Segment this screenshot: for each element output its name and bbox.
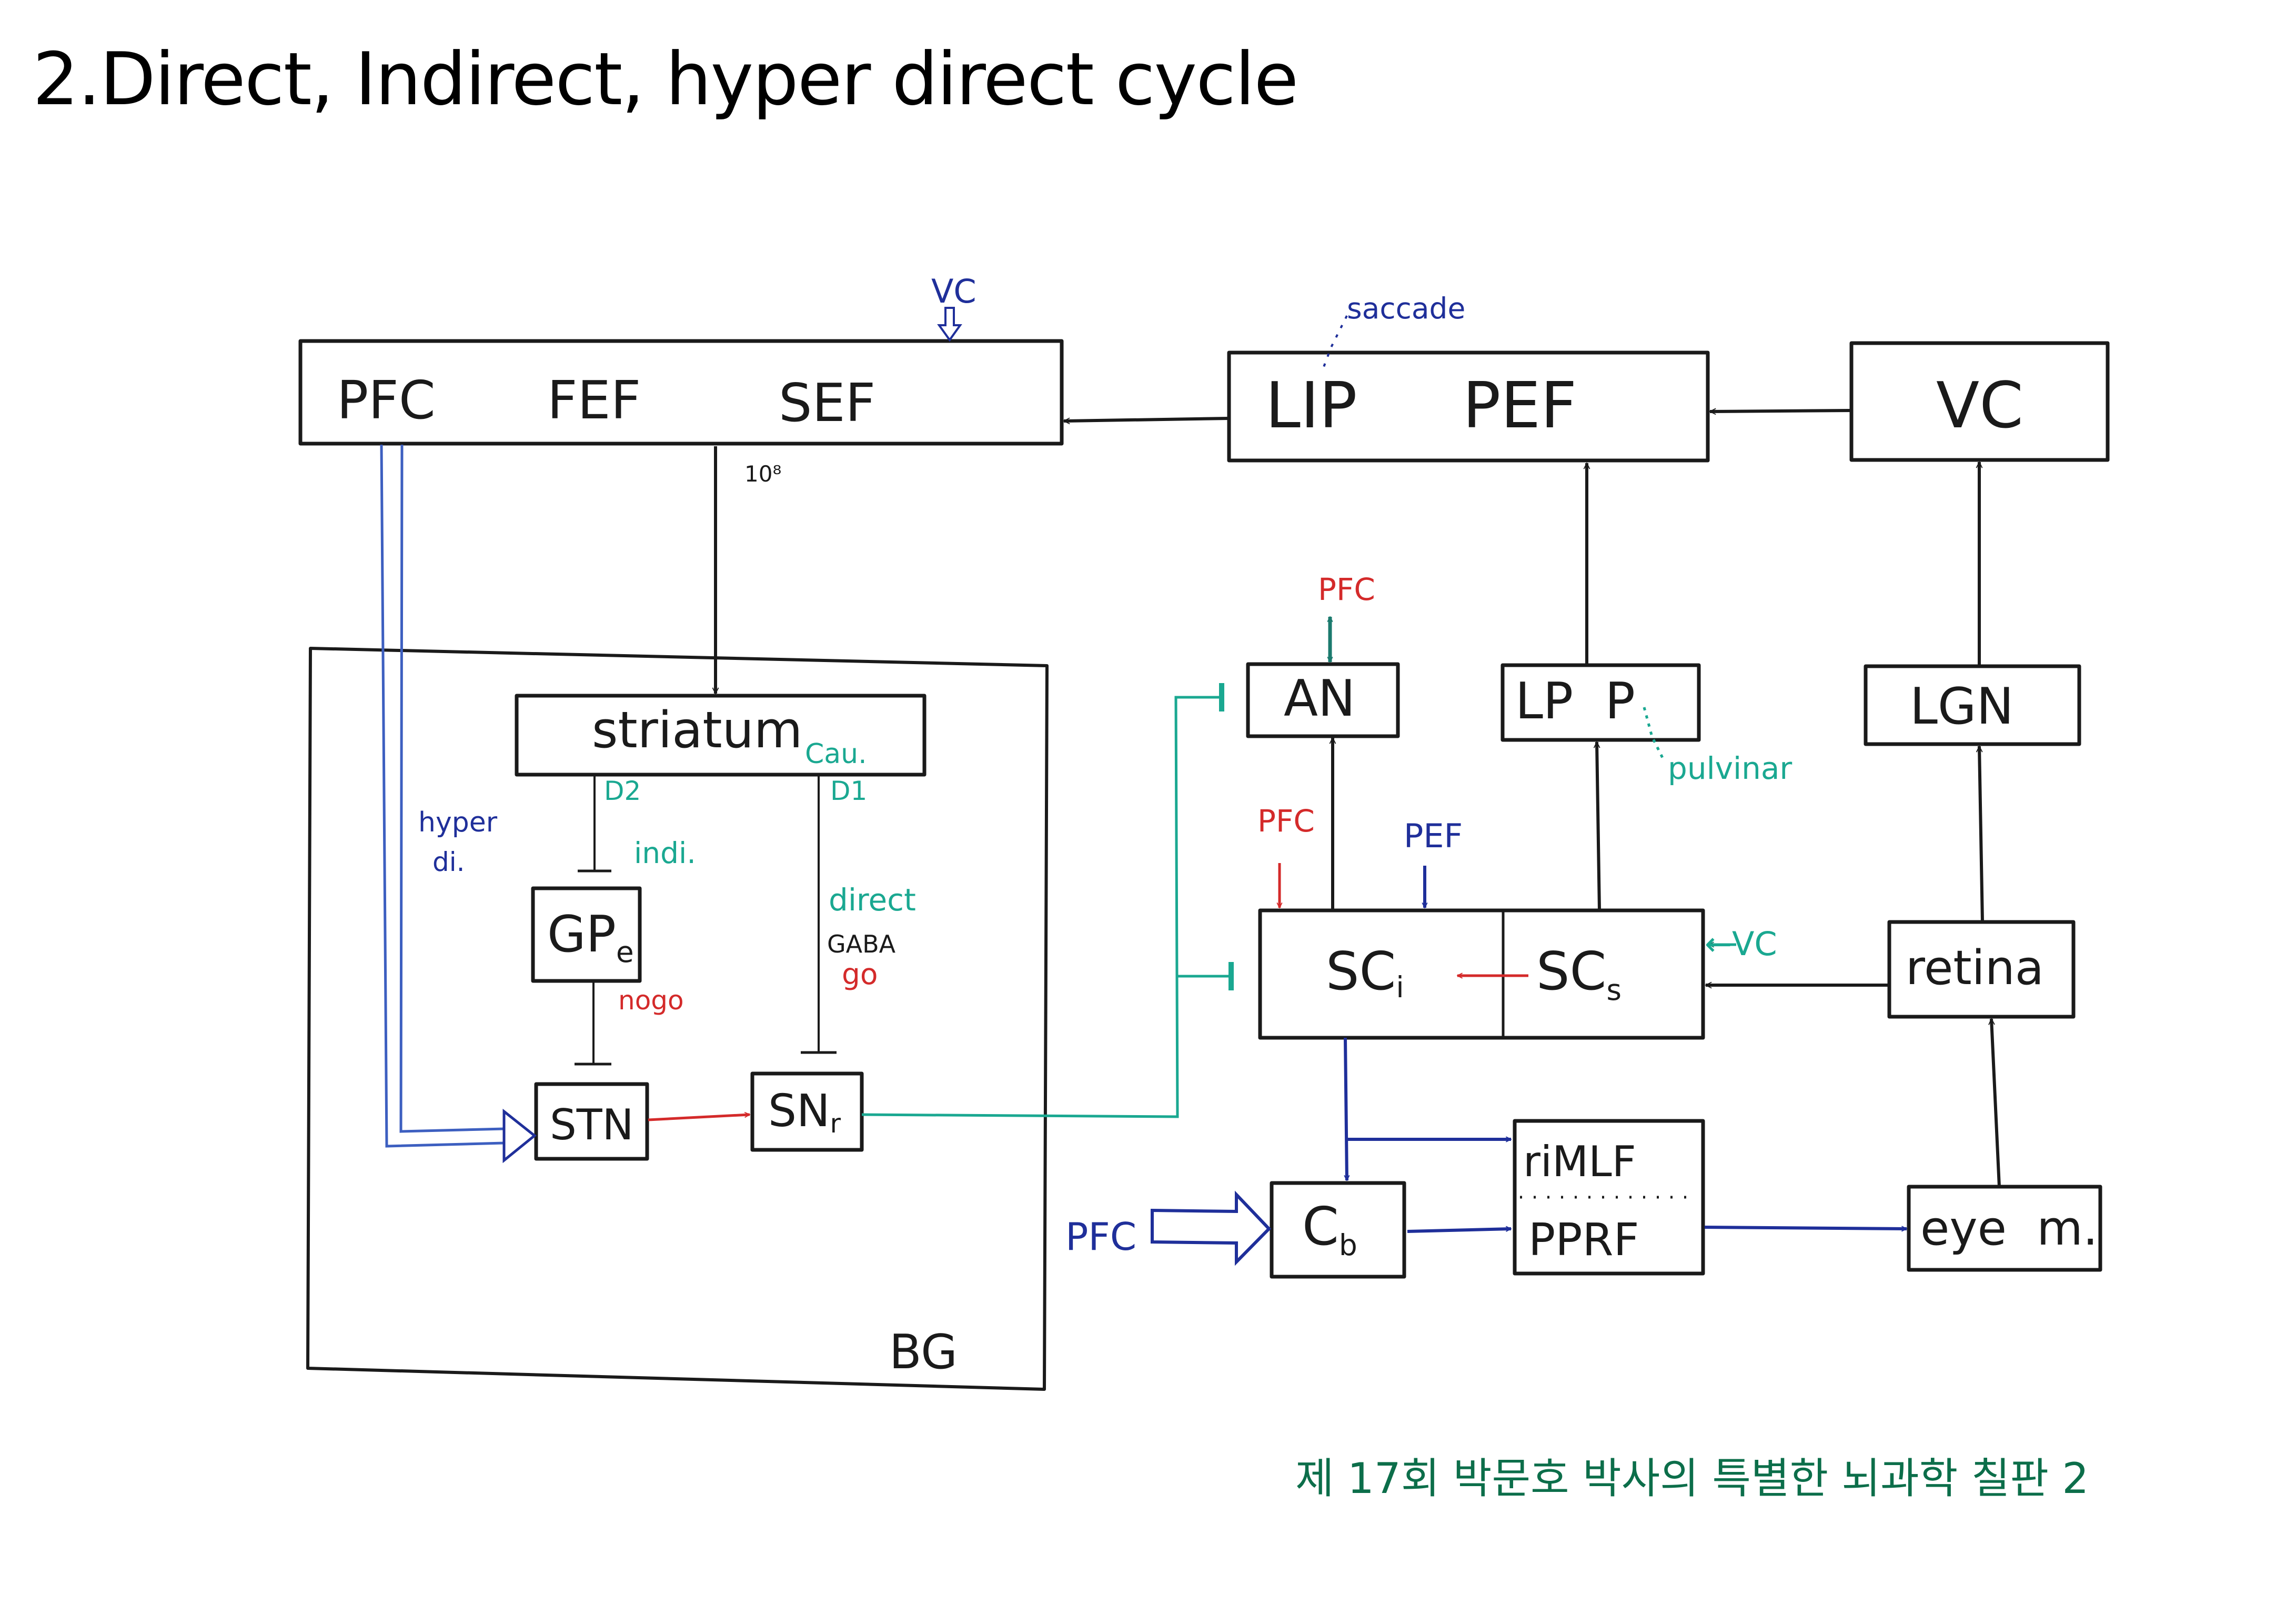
cb-box <box>1270 1181 1406 1279</box>
gpe-box <box>531 886 642 983</box>
label-eye-m: eye m. <box>1920 1201 2098 1256</box>
lgn-box <box>1864 664 2081 746</box>
frontal-box <box>298 339 1064 446</box>
annot-pulvinar: pulvinar <box>1668 750 1792 786</box>
arrow-retina-to-lgn <box>1979 746 1984 923</box>
annot-d2: D2 <box>604 776 641 806</box>
label-cau: Cau. <box>805 738 867 770</box>
lip-pef-box <box>1227 350 1710 463</box>
annot-pfc-sc: PFC <box>1257 803 1315 839</box>
label-lgn: LGN <box>1910 678 2014 736</box>
annot-indi: indi. <box>634 836 696 870</box>
eye-muscle-box <box>1907 1185 2102 1272</box>
saccade-pointer <box>1322 315 1348 369</box>
arrow-vc-to-lip <box>1710 410 1852 412</box>
lpp-box <box>1501 663 1701 742</box>
annot-d1: D1 <box>830 776 867 806</box>
annot-pfc-an: PFC <box>1318 572 1375 607</box>
annot-go: go <box>842 957 878 991</box>
annot-vc-top: VC <box>931 272 976 310</box>
label-lip: LIP <box>1265 369 1357 443</box>
arrow-sc-to-lpp <box>1597 742 1601 911</box>
bg-box <box>306 647 1049 1391</box>
hyperdirect-path <box>380 444 505 1148</box>
annot-gaba: GABA <box>827 930 896 958</box>
label-vc: VC <box>1936 369 2023 443</box>
vc-box <box>1849 341 2110 462</box>
annot-pfc-cb: PFC <box>1065 1215 1136 1259</box>
slide-footer: 제 17회 박문호 박사의 특별한 뇌과학 칠판 2 <box>1295 1454 2089 1503</box>
label-retina: retina <box>1906 940 2044 996</box>
sc-box <box>1258 908 1705 1040</box>
arrow-eye-to-retina <box>1991 1019 2001 1187</box>
pulvinar-pointer <box>1643 707 1664 759</box>
label-sef: SEF <box>779 372 875 434</box>
label-cb: Cb <box>1302 1196 1357 1262</box>
annot-direct: direct <box>829 882 916 918</box>
label-stn: STN <box>550 1100 634 1149</box>
slide-title: 2.Direct, Indirect, hyper direct cycle <box>33 37 1298 122</box>
arrow-stn-to-snr <box>648 1115 750 1121</box>
arrow-cb-to-pprf <box>1407 1229 1511 1233</box>
label-fef: FEF <box>547 369 641 431</box>
label-snr: SNr <box>768 1085 841 1139</box>
arrow-pprf-to-eye <box>1704 1226 1907 1229</box>
annot-hyper: hyper <box>418 807 498 838</box>
arrow-lip-to-frontal <box>1064 417 1230 421</box>
label-pef: PEF <box>1463 369 1577 443</box>
label-gpe: GPe <box>547 906 634 969</box>
annot-vc-sc: ←VC <box>1705 925 1777 963</box>
label-lpp: LP P <box>1515 673 1635 730</box>
label-rimlf: riMLF <box>1523 1137 1636 1186</box>
label-pprf: PPRF <box>1528 1214 1639 1266</box>
snr-output-path <box>861 696 1231 1118</box>
annot-saccade: saccade <box>1347 292 1465 325</box>
label-scs: SCs <box>1536 940 1622 1007</box>
striatum-box <box>515 694 927 777</box>
label-an: AN <box>1284 670 1355 728</box>
label-sci: SCi <box>1326 940 1404 1004</box>
annot-pef-sc: PEF <box>1404 817 1463 855</box>
label-pfc: PFC <box>337 369 436 431</box>
vc-input-arrow <box>937 307 962 342</box>
pfc-to-cb-arrow <box>1151 1190 1272 1266</box>
label-striatum: striatum <box>592 701 802 759</box>
annot-nogo: nogo <box>618 985 684 1016</box>
an-box <box>1246 662 1400 738</box>
label-bg: BG <box>889 1325 958 1380</box>
stn-box <box>534 1082 649 1161</box>
annot-10-8: 10⁸ <box>744 461 781 487</box>
annot-di: di. <box>432 847 465 877</box>
snr-box <box>750 1071 864 1152</box>
arrow-sci-to-cb <box>1344 1037 1347 1180</box>
rimlf-pprf-box <box>1513 1119 1705 1276</box>
